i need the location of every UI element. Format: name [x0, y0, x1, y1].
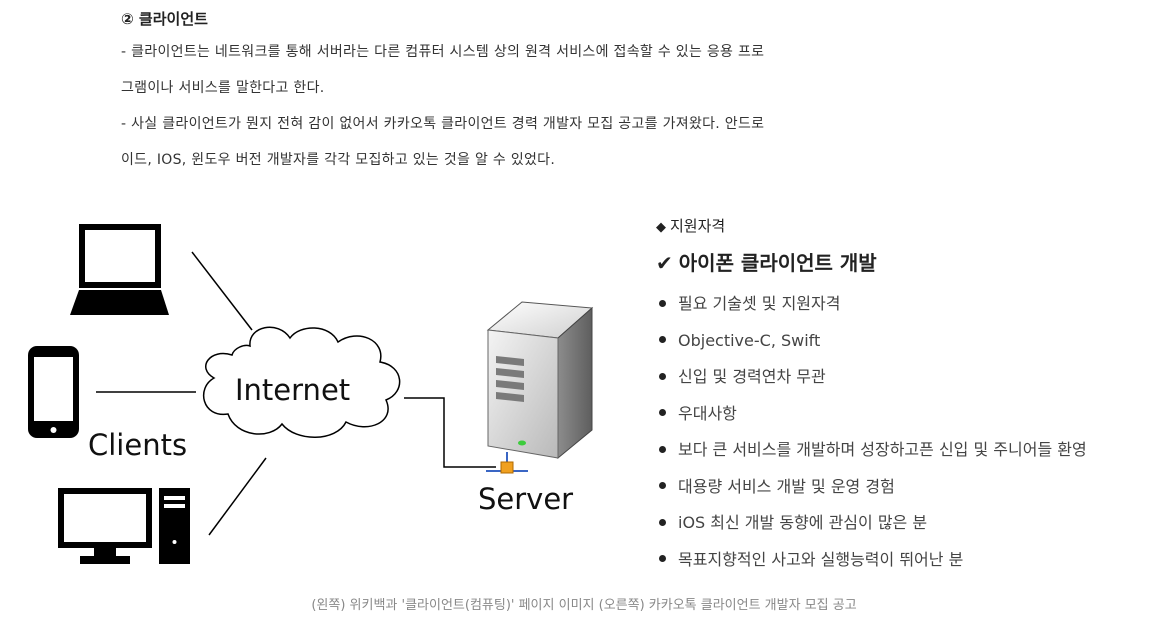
- laptop-icon: [70, 224, 169, 315]
- article-text: ② 클라이언트 - 클라이언트는 네트워크를 통해 서버라는 다른 컴퓨터 시스…: [121, 4, 1021, 178]
- list-item: 대용량 서비스 개발 및 운영 경험: [656, 469, 1161, 506]
- bullet-icon: [659, 409, 666, 416]
- client-server-diagram: Internet Clients Server: [0, 190, 640, 585]
- diamond-icon: ◆: [656, 220, 666, 235]
- cloud-icon: [203, 326, 401, 438]
- job-headline-text: 아이폰 클라이언트 개발: [678, 251, 877, 275]
- list-item: 신입 및 경력연차 무관: [656, 359, 1161, 396]
- bullet-icon: [659, 445, 666, 453]
- paragraph-line: - 클라이언트는 네트워크를 통해 서버라는 다른 컴퓨터 시스템 상의 원격 …: [121, 44, 765, 60]
- server-label: Server: [478, 482, 574, 516]
- smartphone-icon: [28, 346, 79, 438]
- bullet-icon: [659, 555, 666, 562]
- internet-label: Internet: [235, 373, 351, 407]
- diagram-graphics: [28, 224, 594, 564]
- paragraph-line: 그램이나 서비스를 말한다고 한다.: [121, 80, 325, 96]
- clients-label: Clients: [88, 428, 188, 462]
- desktop-computer-icon: [58, 488, 190, 564]
- list-item: 필요 기술셋 및 지원자격: [656, 286, 1161, 323]
- image-caption: (왼쪽) 위키백과 '클라이언트(컴퓨팅)' 페이지 이미지 (오른쪽) 카카오…: [311, 598, 857, 613]
- list-item: Objective-C, Swift: [656, 323, 1161, 360]
- bullet-icon: [659, 518, 666, 526]
- server-tower-icon: [486, 301, 594, 460]
- job-posting-title: ◆ 지원자격: [656, 210, 1161, 242]
- checkmark-icon: ✔: [656, 251, 673, 275]
- job-posting: ◆ 지원자격 ✔아이폰 클라이언트 개발 필요 기술셋 및 지원자격 Object…: [656, 210, 1161, 578]
- paragraph-line: 이드, IOS, 윈도우 버전 개발자를 각각 모집하고 있는 것을 알 수 있…: [121, 152, 556, 168]
- job-title-text: 지원자격: [670, 217, 726, 235]
- network-connector-icon: [486, 452, 528, 474]
- list-item: 보다 큰 서비스를 개발하며 성장하고픈 신입 및 주니어들 환영: [656, 432, 1161, 469]
- job-headline: ✔아이폰 클라이언트 개발: [656, 242, 1161, 284]
- connection-lines: [96, 251, 496, 536]
- list-item: 우대사항: [656, 396, 1161, 433]
- list-item: 목표지향적인 사고와 실행능력이 뛰어난 분: [656, 542, 1161, 579]
- requirements-list: 필요 기술셋 및 지원자격 Objective-C, Swift 신입 및 경력…: [656, 286, 1161, 578]
- bullet-icon: [659, 372, 666, 380]
- bullet-icon: [659, 336, 666, 343]
- bullet-icon: [659, 299, 666, 307]
- list-item: iOS 최신 개발 동향에 관심이 많은 분: [656, 505, 1161, 542]
- paragraph-line: - 사실 클라이언트가 뭔지 전혀 감이 없어서 카카오톡 클라이언트 경력 개…: [121, 116, 765, 132]
- bullet-icon: [659, 482, 666, 489]
- section-heading: ② 클라이언트: [121, 10, 208, 28]
